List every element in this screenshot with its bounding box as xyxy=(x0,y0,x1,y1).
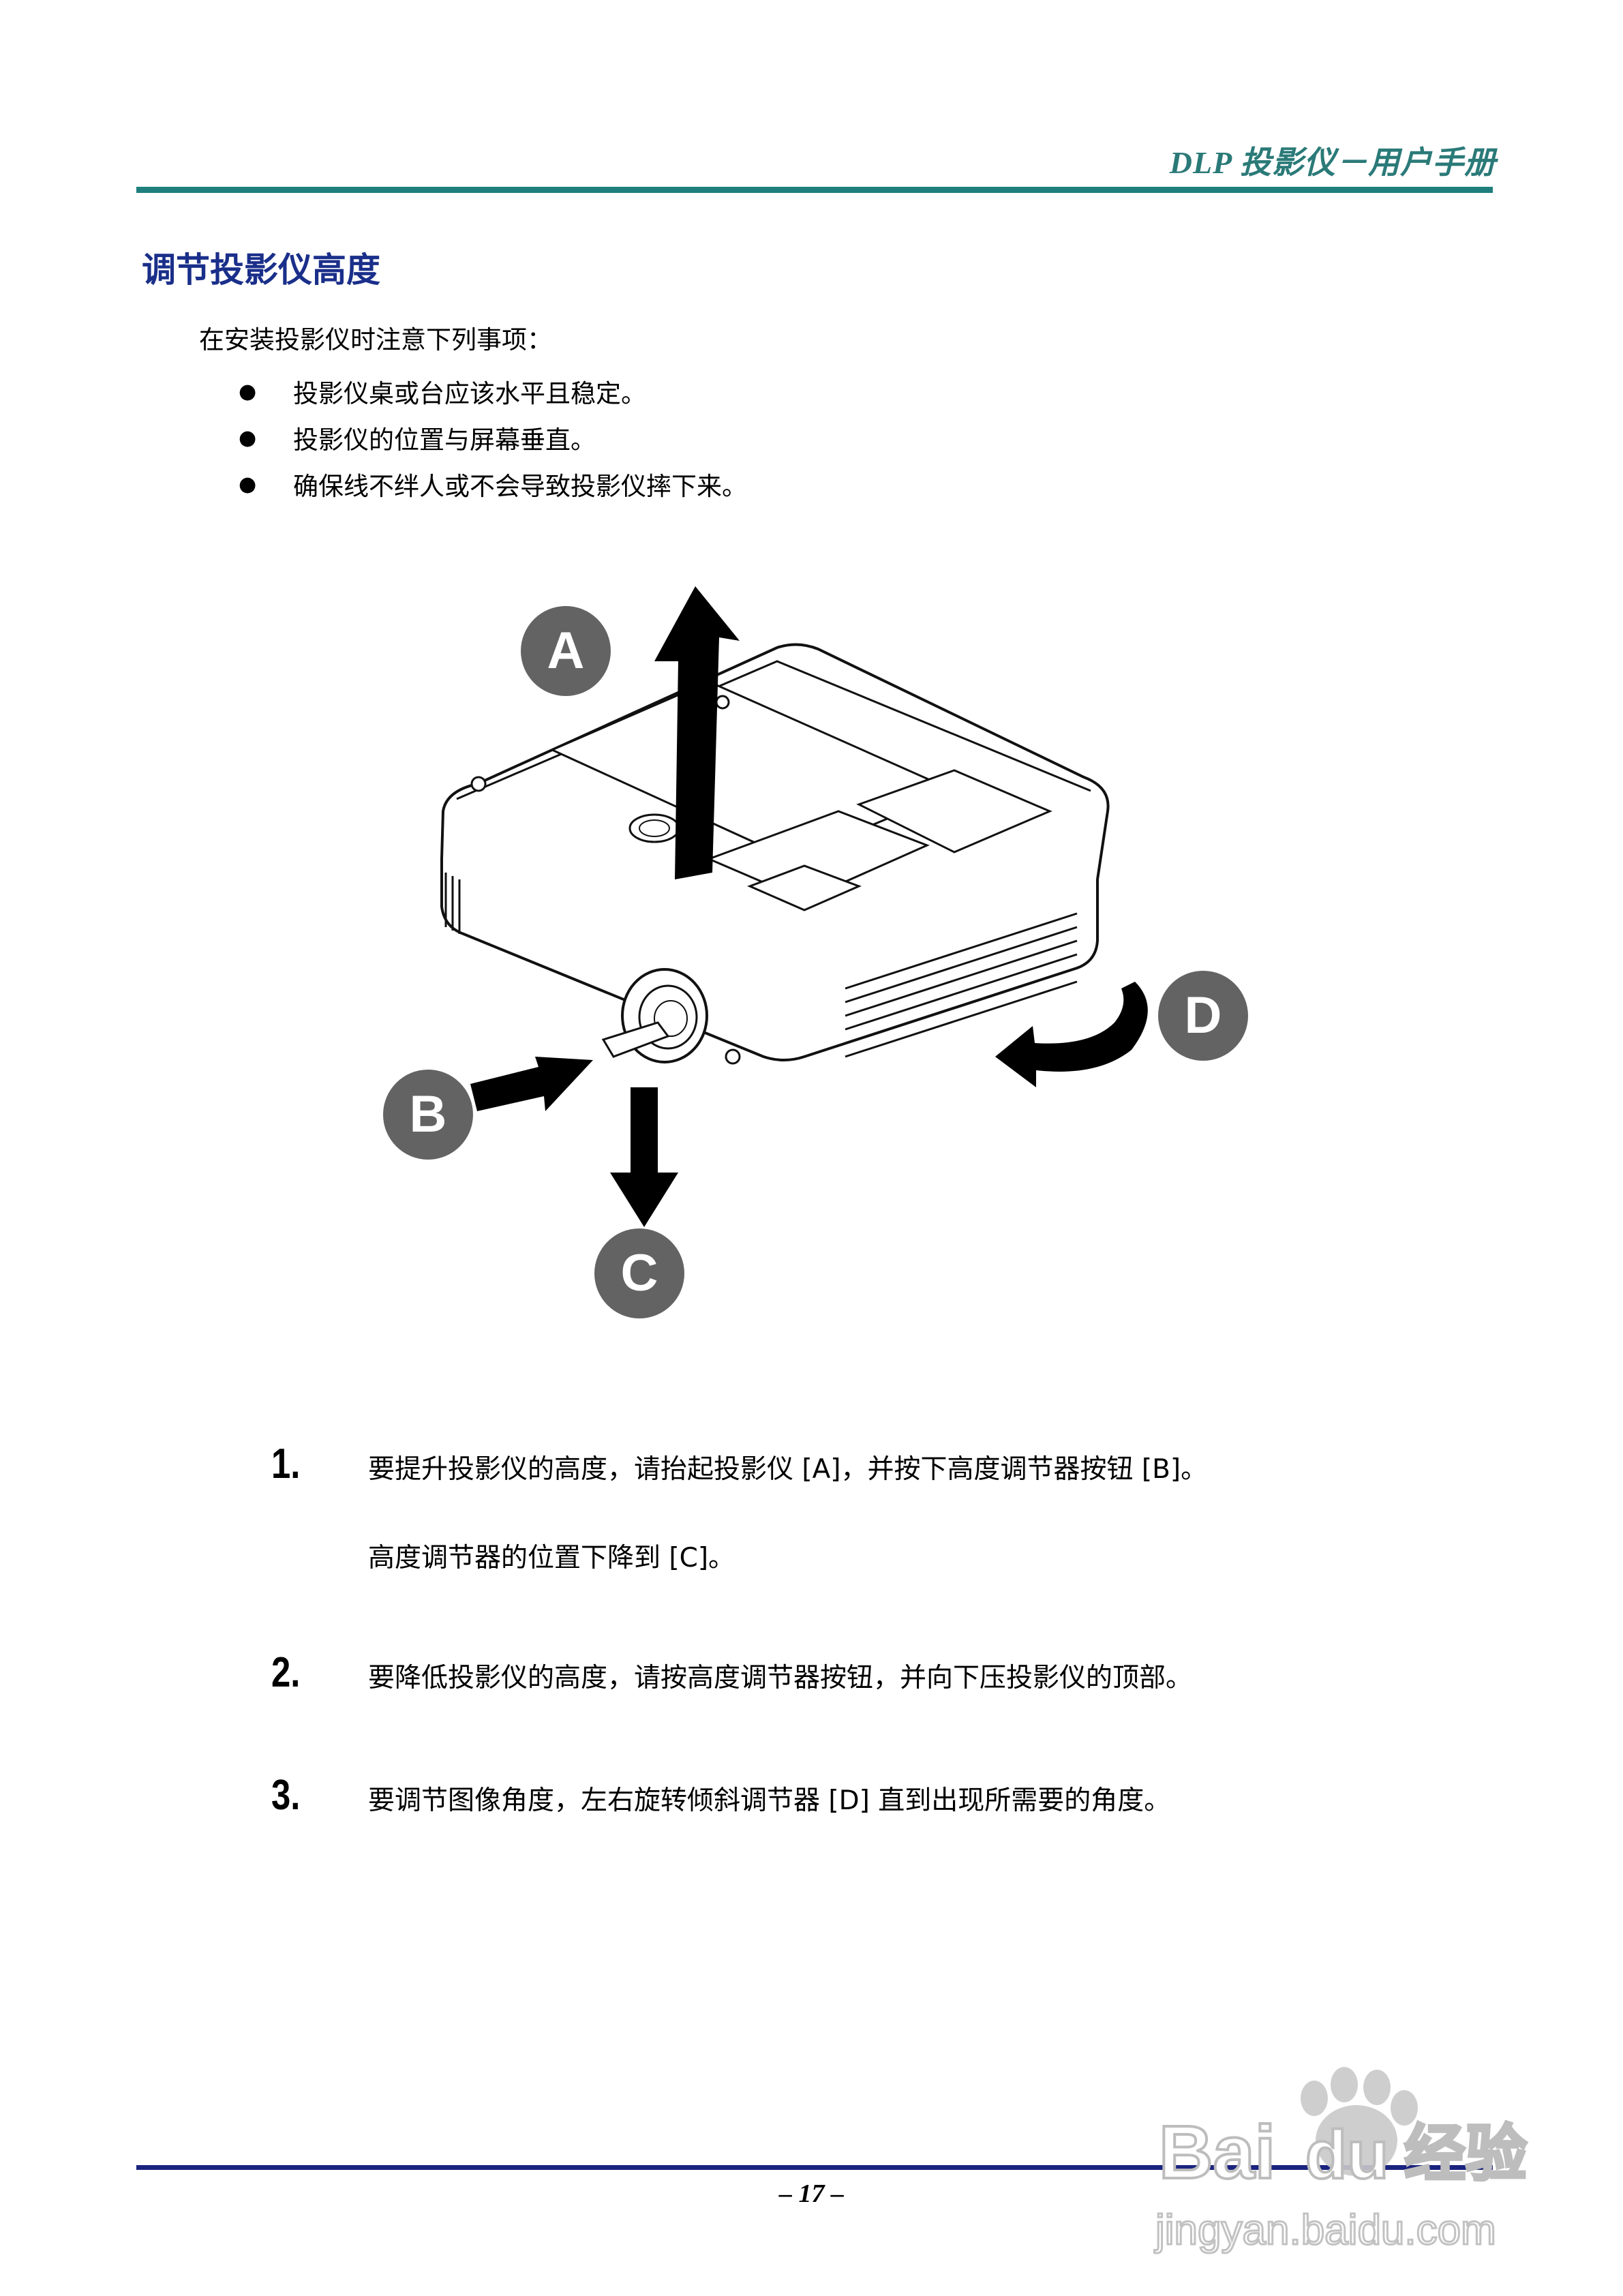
svg-text:A: A xyxy=(547,622,585,680)
bullet-icon: ● xyxy=(239,472,257,496)
vent-grille xyxy=(444,873,1078,1058)
bullet-list: ● 投影仪桌或台应该水平且稳定。 ● 投影仪的位置与屏幕垂直。 ● 确保线不绊人或不会… xyxy=(239,368,747,507)
baidu-watermark: Bai du 经验 jingyan.baidu.com xyxy=(1153,2067,1528,2255)
svg-text:B: B xyxy=(410,1085,447,1143)
svg-text:D: D xyxy=(1185,986,1222,1044)
arrow-c-down xyxy=(610,1087,678,1227)
bullet-icon: ● xyxy=(239,379,257,404)
bullet-text: 确保线不绊人或不会导致投影仪摔下来。 xyxy=(293,472,747,501)
paw-logo-icon xyxy=(1301,2067,1418,2176)
step-text-continued: 高度调节器的位置下降到 [C]。 xyxy=(368,1543,735,1573)
step-text: 要调节图像角度，左右旋转倾斜调节器 [D] 直到出现所需要的角度。 xyxy=(368,1785,1171,1816)
list-item: ● 投影仪桌或台应该水平且稳定。 xyxy=(239,368,747,414)
arrow-b-right xyxy=(470,1057,593,1111)
list-item: ● 确保线不绊人或不会导致投影仪摔下来。 xyxy=(239,461,747,507)
step-text: 要提升投影仪的高度，请抬起投影仪 [A]，并按下高度调节器按钮 [B]。 xyxy=(368,1454,1208,1485)
header-rule xyxy=(136,187,1493,193)
arrow-d-curved xyxy=(995,982,1148,1087)
projector-illustration: A B C D xyxy=(383,586,1248,1318)
bullet-text: 投影仪桌或台应该水平且稳定。 xyxy=(293,379,646,408)
callout-d: D xyxy=(1158,971,1248,1061)
step-number: 2. xyxy=(271,1649,301,1696)
page-number: – 17 – xyxy=(779,2179,844,2208)
projector-body xyxy=(440,643,1110,1065)
callout-c: C xyxy=(594,1228,684,1318)
svg-text:Bai: Bai xyxy=(1159,2111,1275,2194)
section-title: 调节投影仪高度 xyxy=(142,250,380,290)
step-number: 1. xyxy=(271,1440,301,1487)
callout-b: B xyxy=(383,1070,473,1160)
step-text: 要降低投影仪的高度，请按高度调节器按钮，并向下压投影仪的顶部。 xyxy=(368,1663,1193,1693)
arrow-a-up xyxy=(654,586,740,879)
svg-text:jingyan.baidu.com: jingyan.baidu.com xyxy=(1154,2207,1496,2254)
list-item: ● 投影仪的位置与屏幕垂直。 xyxy=(239,414,747,461)
bullet-text: 投影仪的位置与屏幕垂直。 xyxy=(293,425,596,455)
callout-a: A xyxy=(521,606,611,696)
svg-text:经验: 经验 xyxy=(1404,2118,1527,2190)
header-title: DLP 投影仪－用户手册 xyxy=(1169,145,1496,180)
intro-text: 在安装投影仪时注意下列事项： xyxy=(199,325,552,354)
svg-text:C: C xyxy=(621,1244,658,1302)
bullet-icon: ● xyxy=(239,425,257,450)
footer-rule xyxy=(136,2165,1493,2170)
step-number: 3. xyxy=(271,1772,301,1819)
svg-text:du: du xyxy=(1305,2117,1389,2193)
